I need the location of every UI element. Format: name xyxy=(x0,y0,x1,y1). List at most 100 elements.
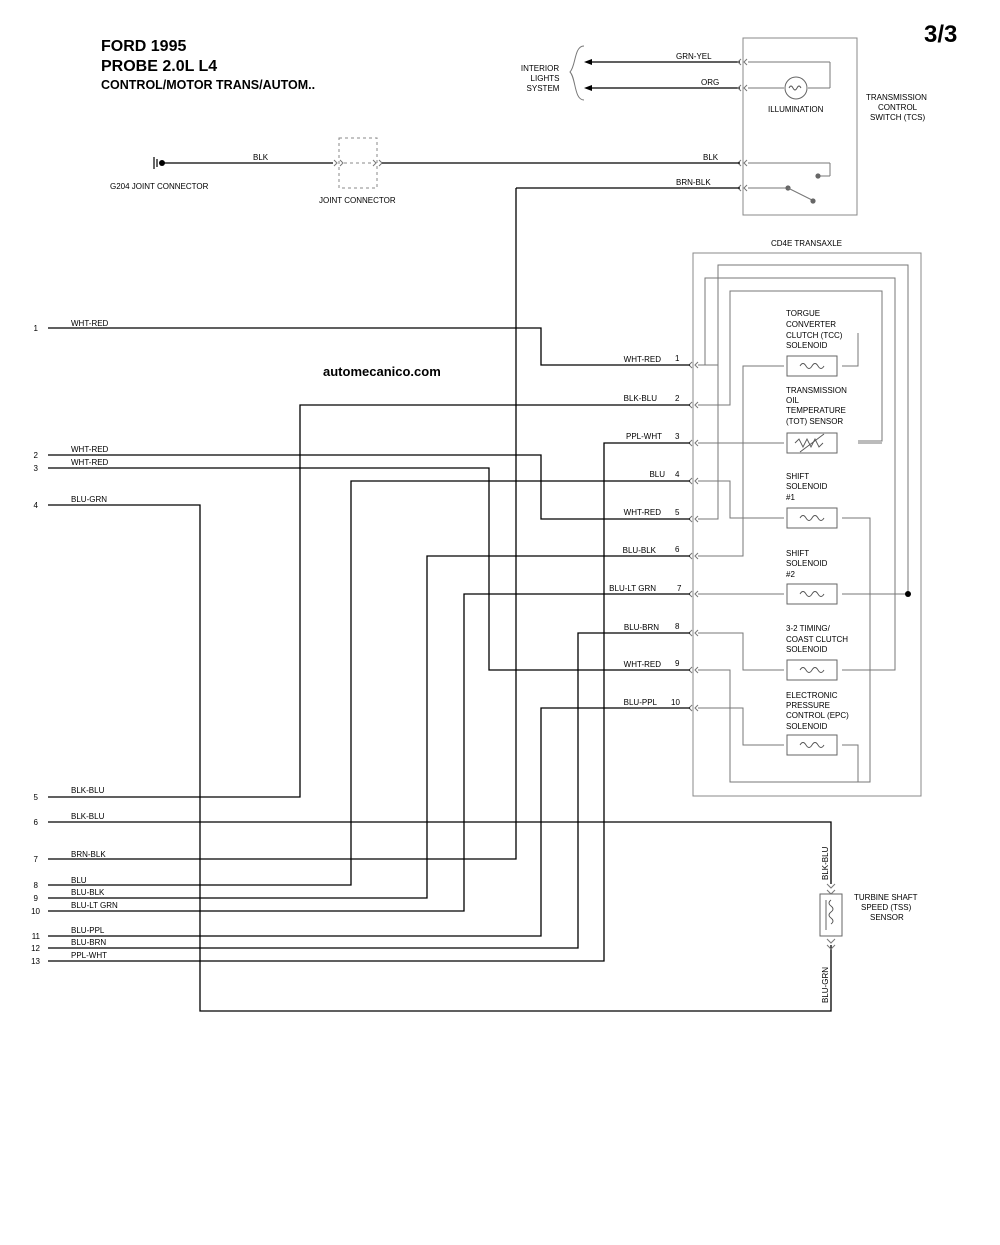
tss-label-3: SENSOR xyxy=(870,913,904,922)
transaxle-connector-icon xyxy=(688,361,699,712)
pcm-pin-color: BLU-PPL xyxy=(71,926,105,935)
transaxle-pin-color: BLU-BLK xyxy=(623,546,657,555)
pcm-pin-number: 2 xyxy=(34,451,39,460)
pcm-wiring xyxy=(48,188,832,1012)
tot-label-1: TRANSMISSION xyxy=(786,386,847,395)
pcm-pin-color: BRN-BLK xyxy=(71,850,106,859)
title-model-engine: PROBE 2.0L L4 xyxy=(101,58,217,75)
tss-label-1: TURBINE SHAFT xyxy=(854,893,918,902)
pcm-pin-color: BLU-GRN xyxy=(71,495,107,504)
pcm-pin-number: 8 xyxy=(34,881,39,890)
tss-label-2: SPEED (TSS) xyxy=(861,903,912,912)
tcc-label-2: CONVERTER xyxy=(786,320,836,329)
transaxle-pin-number: 8 xyxy=(675,622,680,631)
transaxle-pin-labels: WHT-RED 1 BLK-BLU 2 PPL-WHT 3 BLU 4 WHT-… xyxy=(609,354,682,707)
epc-label-4: SOLENOID xyxy=(786,722,828,731)
ss2-solenoid-icon xyxy=(786,583,838,605)
tcc-label-4: SOLENOID xyxy=(786,341,828,350)
tcc-label-1: TORGUE xyxy=(786,309,820,318)
pcm-pin-color: BLK-BLU xyxy=(71,786,105,795)
tcs-label-1: TRANSMISSION xyxy=(866,93,927,102)
joint-connector-icon xyxy=(333,159,383,167)
tcc-solenoid-icon xyxy=(786,355,838,377)
transaxle-pin-number: 6 xyxy=(675,545,680,554)
pcm-pin-number: 5 xyxy=(34,793,39,802)
ccs-label-3: SOLENOID xyxy=(786,645,828,654)
tss-sensor-icon xyxy=(819,883,843,950)
wire-label-blk-right: BLK xyxy=(703,153,719,162)
pcm-pin-number: 11 xyxy=(32,932,41,941)
transaxle-pin-color: WHT-RED xyxy=(624,355,662,364)
tcs-label-3: SWITCH (TCS) xyxy=(870,113,925,122)
tss-wire-label-top: BLK-BLU xyxy=(821,846,830,880)
transaxle-pin-color: WHT-RED xyxy=(624,508,662,517)
ccs-solenoid-icon xyxy=(786,659,838,681)
tot-label-4: (TOT) SENSOR xyxy=(786,417,843,426)
transaxle-splice xyxy=(905,591,911,597)
arrow-grn-yel xyxy=(584,59,592,65)
pcm-pin-color: WHT-RED xyxy=(71,458,109,467)
transaxle-pin-color: BLU xyxy=(649,470,665,479)
interior-lights-label-1: INTERIOR xyxy=(521,64,559,73)
pcm-pin-color: WHT-RED xyxy=(71,319,109,328)
page-number: 3/3 xyxy=(924,21,957,48)
epc-label-2: PRESSURE xyxy=(786,701,830,710)
pcm-pin-color: PPL-WHT xyxy=(71,951,107,960)
transaxle-pin-number: 10 xyxy=(671,698,680,707)
epc-solenoid-icon xyxy=(786,734,838,756)
ss1-label-2: SOLENOID xyxy=(786,482,828,491)
watermark: automecanico.com xyxy=(323,364,441,379)
transaxle-pin-color: BLU-LT GRN xyxy=(609,584,656,593)
transaxle-pin-color: BLU-PPL xyxy=(624,698,658,707)
interior-lights-label-3: SYSTEM xyxy=(527,84,560,93)
ss2-label-2: SOLENOID xyxy=(786,559,828,568)
ccs-label-2: COAST CLUTCH xyxy=(786,635,848,644)
joint-connector-label: JOINT CONNECTOR xyxy=(319,196,396,205)
transaxle-pin-color: PPL-WHT xyxy=(626,432,662,441)
pcm-pin-number: 12 xyxy=(31,944,40,953)
transaxle-pin-number: 5 xyxy=(675,508,680,517)
arrow-org xyxy=(584,85,592,91)
ss1-label-3: #1 xyxy=(786,493,795,502)
pcm-pin-color: BLU-LT GRN xyxy=(71,901,118,910)
transaxle-label: CD4E TRANSAXLE xyxy=(771,239,842,248)
wire-label-blk-left: BLK xyxy=(253,153,269,162)
interior-lights-label-2: LIGHTS xyxy=(531,74,560,83)
tcc-label-3: CLUTCH (TCC) xyxy=(786,331,843,340)
wire-label-brn-blk: BRN-BLK xyxy=(676,178,711,187)
pcm-pin-number: 4 xyxy=(34,501,39,510)
transaxle-pin-color: BLU-BRN xyxy=(624,623,659,632)
epc-label-3: CONTROL (EPC) xyxy=(786,711,849,720)
pcm-pin-color: BLK-BLU xyxy=(71,812,105,821)
wire-label-grn-yel: GRN-YEL xyxy=(676,52,712,61)
transaxle-pin-number: 4 xyxy=(675,470,680,479)
tss-wire-label-bottom: BLU-GRN xyxy=(821,967,830,1003)
transaxle-pin-number: 1 xyxy=(675,354,680,363)
pcm-pin-color: BLU-BLK xyxy=(71,888,105,897)
pcm-pin-color: WHT-RED xyxy=(71,445,109,454)
pcm-pin-color: BLU-BRN xyxy=(71,938,106,947)
joint-connector-box xyxy=(338,137,378,189)
title-make-year: FORD 1995 xyxy=(101,38,186,55)
tot-label-2: OIL xyxy=(786,396,799,405)
pcm-pin-number: 3 xyxy=(34,464,39,473)
transaxle-pin-color: WHT-RED xyxy=(624,660,662,669)
pcm-pin-number: 7 xyxy=(34,855,39,864)
tot-sensor-icon xyxy=(786,432,838,454)
illumination-label: ILLUMINATION xyxy=(768,105,824,114)
pcm-pin-number: 6 xyxy=(34,818,39,827)
transaxle-pin-color: BLK-BLU xyxy=(624,394,658,403)
g204-label: G204 JOINT CONNECTOR xyxy=(110,182,209,191)
pcm-pin-labels: 1 WHT-RED 2 WHT-RED 3 WHT-RED 4 BLU-GRN … xyxy=(31,319,118,966)
ground-icon xyxy=(153,157,158,169)
tot-label-3: TEMPERATURE xyxy=(786,406,846,415)
transaxle-internal-wiring xyxy=(698,264,909,783)
transaxle-pin-number: 2 xyxy=(675,394,680,403)
tcs-label-2: CONTROL xyxy=(878,103,918,112)
ss2-label-1: SHIFT xyxy=(786,549,809,558)
ss1-label-1: SHIFT xyxy=(786,472,809,481)
interior-lights-brace xyxy=(569,45,585,101)
ss1-solenoid-icon xyxy=(786,507,838,529)
pcm-pin-number: 9 xyxy=(34,894,39,903)
